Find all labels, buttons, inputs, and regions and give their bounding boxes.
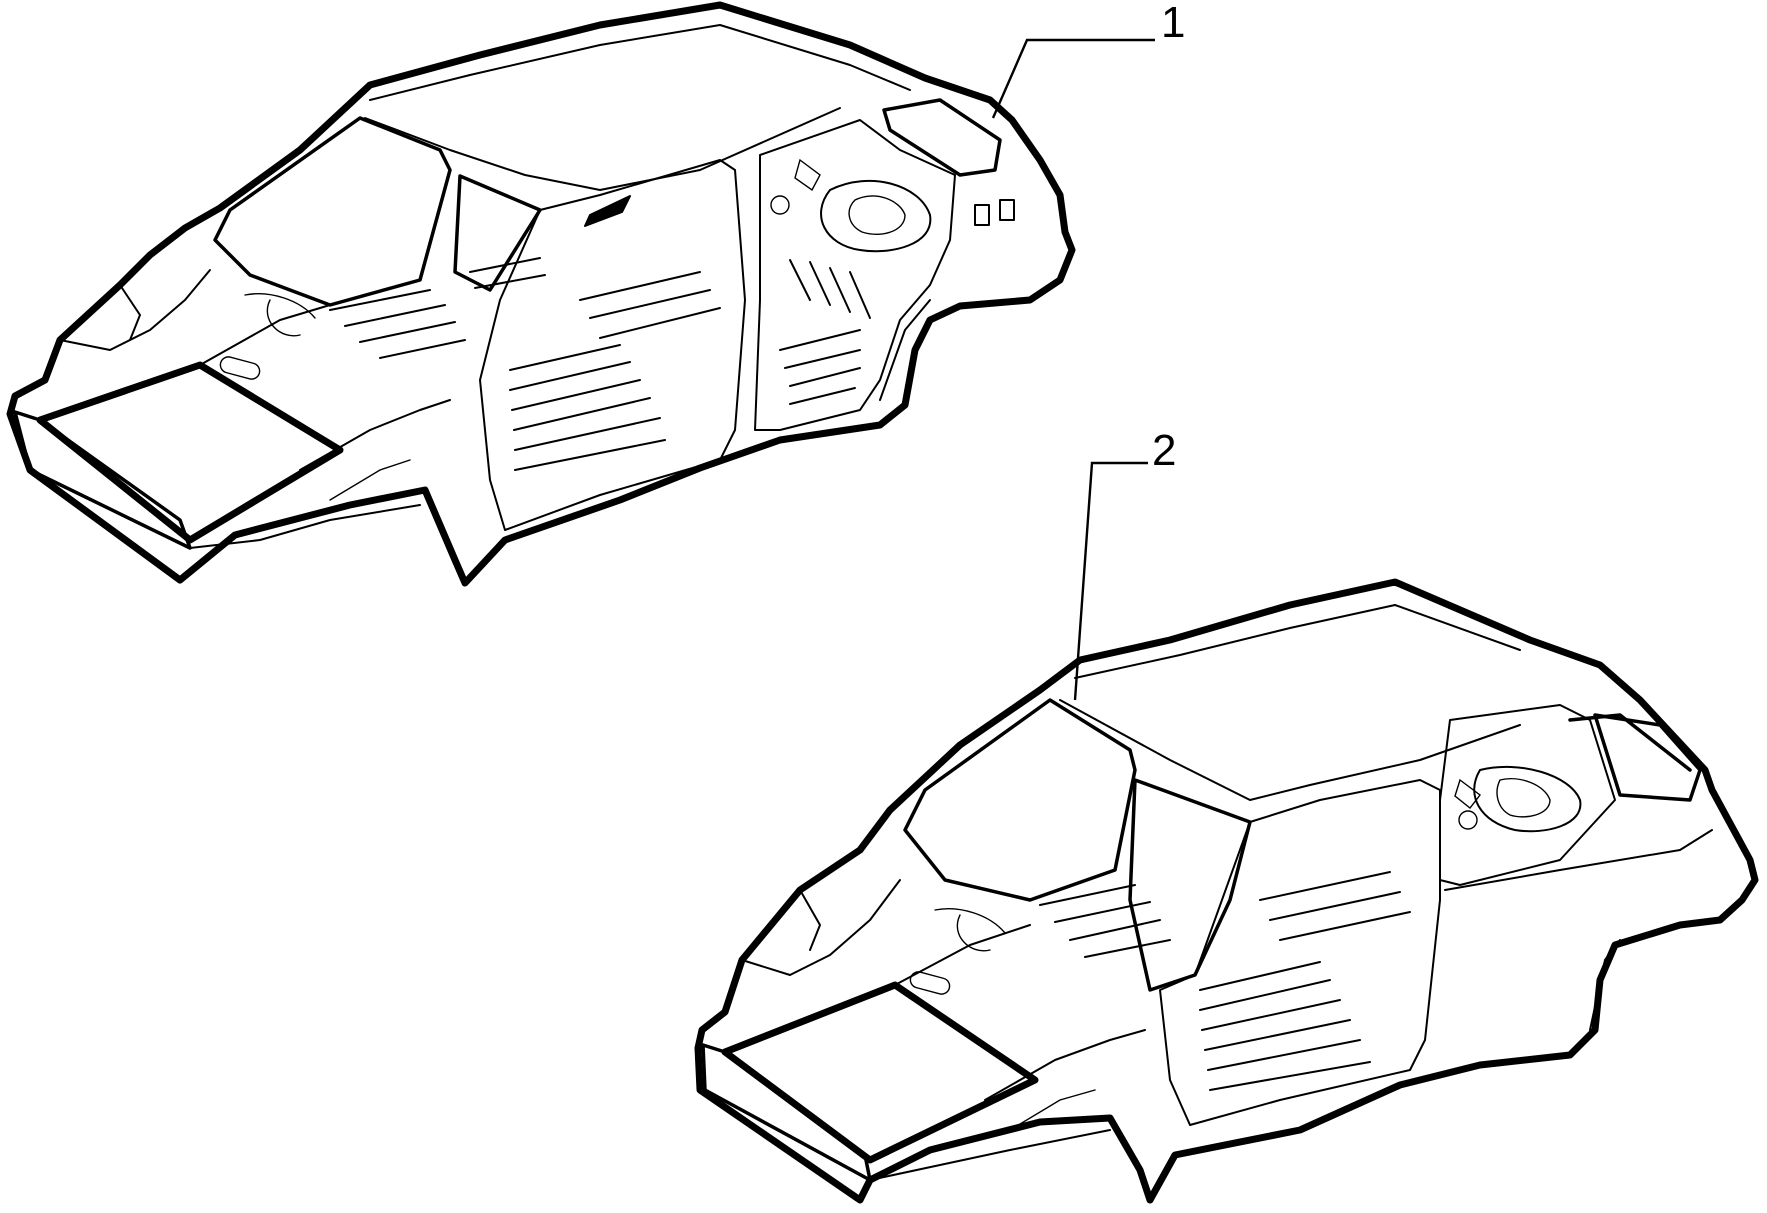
callout-1-label: 1 [1161, 0, 1185, 47]
body-shell-1 [6, 1, 1076, 587]
callout-2-leader [1073, 461, 1148, 701]
callout-2: 2 [1073, 426, 1176, 701]
callout-1-leader [991, 38, 1155, 119]
body-shell-2 [694, 578, 1759, 1204]
callout-1: 1 [991, 0, 1185, 119]
callout-2-label: 2 [1152, 426, 1176, 475]
